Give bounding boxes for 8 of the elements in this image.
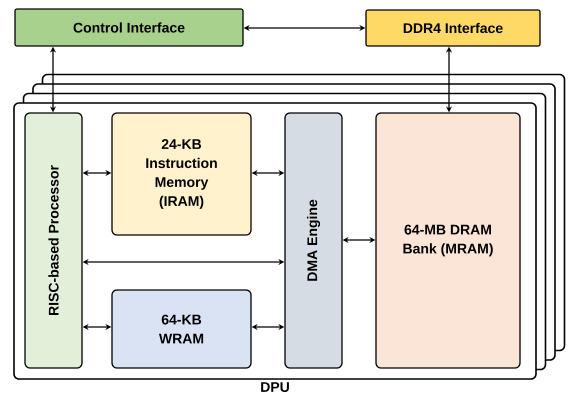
processor-box: RISC-based Processor (24, 112, 83, 369)
interface-box: DDR4 Interface (365, 9, 541, 47)
memory-box: 64-KB WRAM (111, 289, 252, 369)
dma-engine-box: DMA Engine (284, 112, 343, 369)
memory-box: 24-KB Instruction Memory (IRAM) (111, 112, 252, 236)
dram-bank-box: 64-MB DRAM Bank (MRAM) (375, 112, 521, 369)
interface-box: Control Interface (14, 8, 244, 47)
card-label: DPU (261, 382, 289, 392)
